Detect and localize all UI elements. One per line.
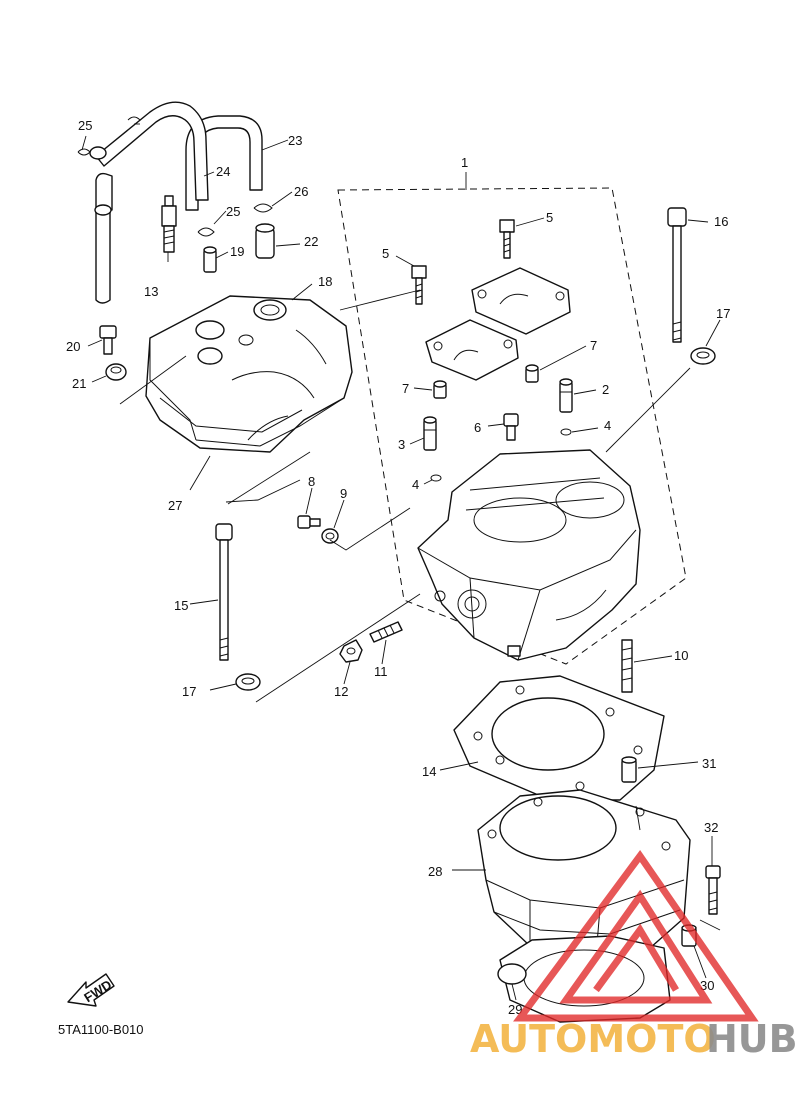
dowel-31 [621, 756, 637, 783]
figure-code: 5TA1100-B010 [58, 1022, 144, 1037]
callout-25-upper: 25 [78, 118, 92, 133]
watermark-logo: AUTOMOTO HUB [470, 849, 798, 1061]
callout-7-right: 7 [590, 338, 597, 353]
bolt-15 [215, 523, 233, 661]
washer-17-right [690, 347, 716, 365]
bolt-20 [99, 325, 117, 355]
callout-17-left: 17 [182, 684, 196, 699]
callout-30: 30 [700, 978, 714, 993]
washer-21 [105, 363, 127, 381]
fitting-22 [255, 223, 275, 259]
bolt-6 [503, 413, 519, 441]
valve-guide-3 [423, 416, 437, 451]
callout-24: 24 [216, 164, 230, 179]
callout-5-left: 5 [382, 246, 389, 261]
callout-28: 28 [428, 864, 442, 879]
circlip-4-left [430, 474, 442, 482]
valve-guide-2 [559, 378, 573, 413]
callout-1: 1 [461, 155, 468, 170]
callout-9: 9 [340, 486, 347, 501]
callout-12: 12 [334, 684, 348, 699]
clip-25-lower [197, 227, 215, 237]
callout-8: 8 [308, 474, 315, 489]
callout-4-right: 4 [604, 418, 611, 433]
spark-plug-13 [161, 195, 177, 253]
watermark-text-auto: AUTOMOTO [470, 1017, 716, 1061]
clip-25-upper [77, 116, 141, 156]
head-gasket-14 [453, 675, 665, 801]
callout-17-right: 17 [716, 306, 730, 321]
callout-4-left: 4 [412, 477, 419, 492]
dowel-7-left [433, 380, 447, 399]
nut-12 [339, 639, 363, 663]
cylinder-head-cover-18 [145, 295, 353, 453]
callout-19: 19 [230, 244, 244, 259]
callout-2: 2 [602, 382, 609, 397]
callout-26: 26 [294, 184, 308, 199]
assembly-1-boundary [337, 187, 687, 665]
callout-3: 3 [398, 437, 405, 452]
callout-5-right: 5 [546, 210, 553, 225]
camshaft-cap-rear [471, 267, 571, 335]
callout-21: 21 [72, 376, 86, 391]
callout-15: 15 [174, 598, 188, 613]
stud-11 [369, 621, 403, 643]
washer-9 [321, 528, 339, 544]
callout-11: 11 [374, 664, 388, 679]
washer-17-left [235, 673, 261, 691]
bolt-5-left [411, 265, 427, 305]
callout-13: 13 [144, 284, 158, 299]
callout-16: 16 [714, 214, 728, 229]
callout-22: 22 [304, 234, 318, 249]
callout-14: 14 [422, 764, 436, 779]
dowel-7-right [525, 364, 539, 383]
callout-6: 6 [474, 420, 481, 435]
clip-26 [253, 203, 273, 213]
callout-18: 18 [318, 274, 332, 289]
bolt-16 [667, 207, 687, 343]
fitting-19 [203, 246, 217, 273]
callout-7-left: 7 [402, 381, 409, 396]
bolt-32 [705, 865, 721, 915]
callout-31: 31 [702, 756, 716, 771]
callout-27: 27 [168, 498, 182, 513]
callout-23: 23 [288, 133, 302, 148]
watermark-text-hub: HUB [706, 1017, 798, 1061]
callout-10: 10 [674, 648, 688, 663]
bolt-5-right [499, 219, 515, 259]
fwd-arrow-icon: FWD [67, 973, 115, 1007]
bolt-8 [297, 515, 321, 529]
cylinder-head-1 [417, 449, 641, 661]
camshaft-cap-front [425, 319, 519, 381]
leader-lines [81, 123, 721, 1001]
callout-32: 32 [704, 820, 718, 835]
callout-20: 20 [66, 339, 80, 354]
callout-labels: 1 2 3 4 4 5 5 6 7 7 8 9 10 11 12 13 14 1… [66, 118, 730, 1017]
stud-10 [621, 639, 633, 693]
circlip-4-right [560, 428, 572, 436]
callout-25-lower: 25 [226, 204, 240, 219]
breather-hose-24 [89, 101, 209, 304]
callout-29: 29 [508, 1002, 522, 1017]
